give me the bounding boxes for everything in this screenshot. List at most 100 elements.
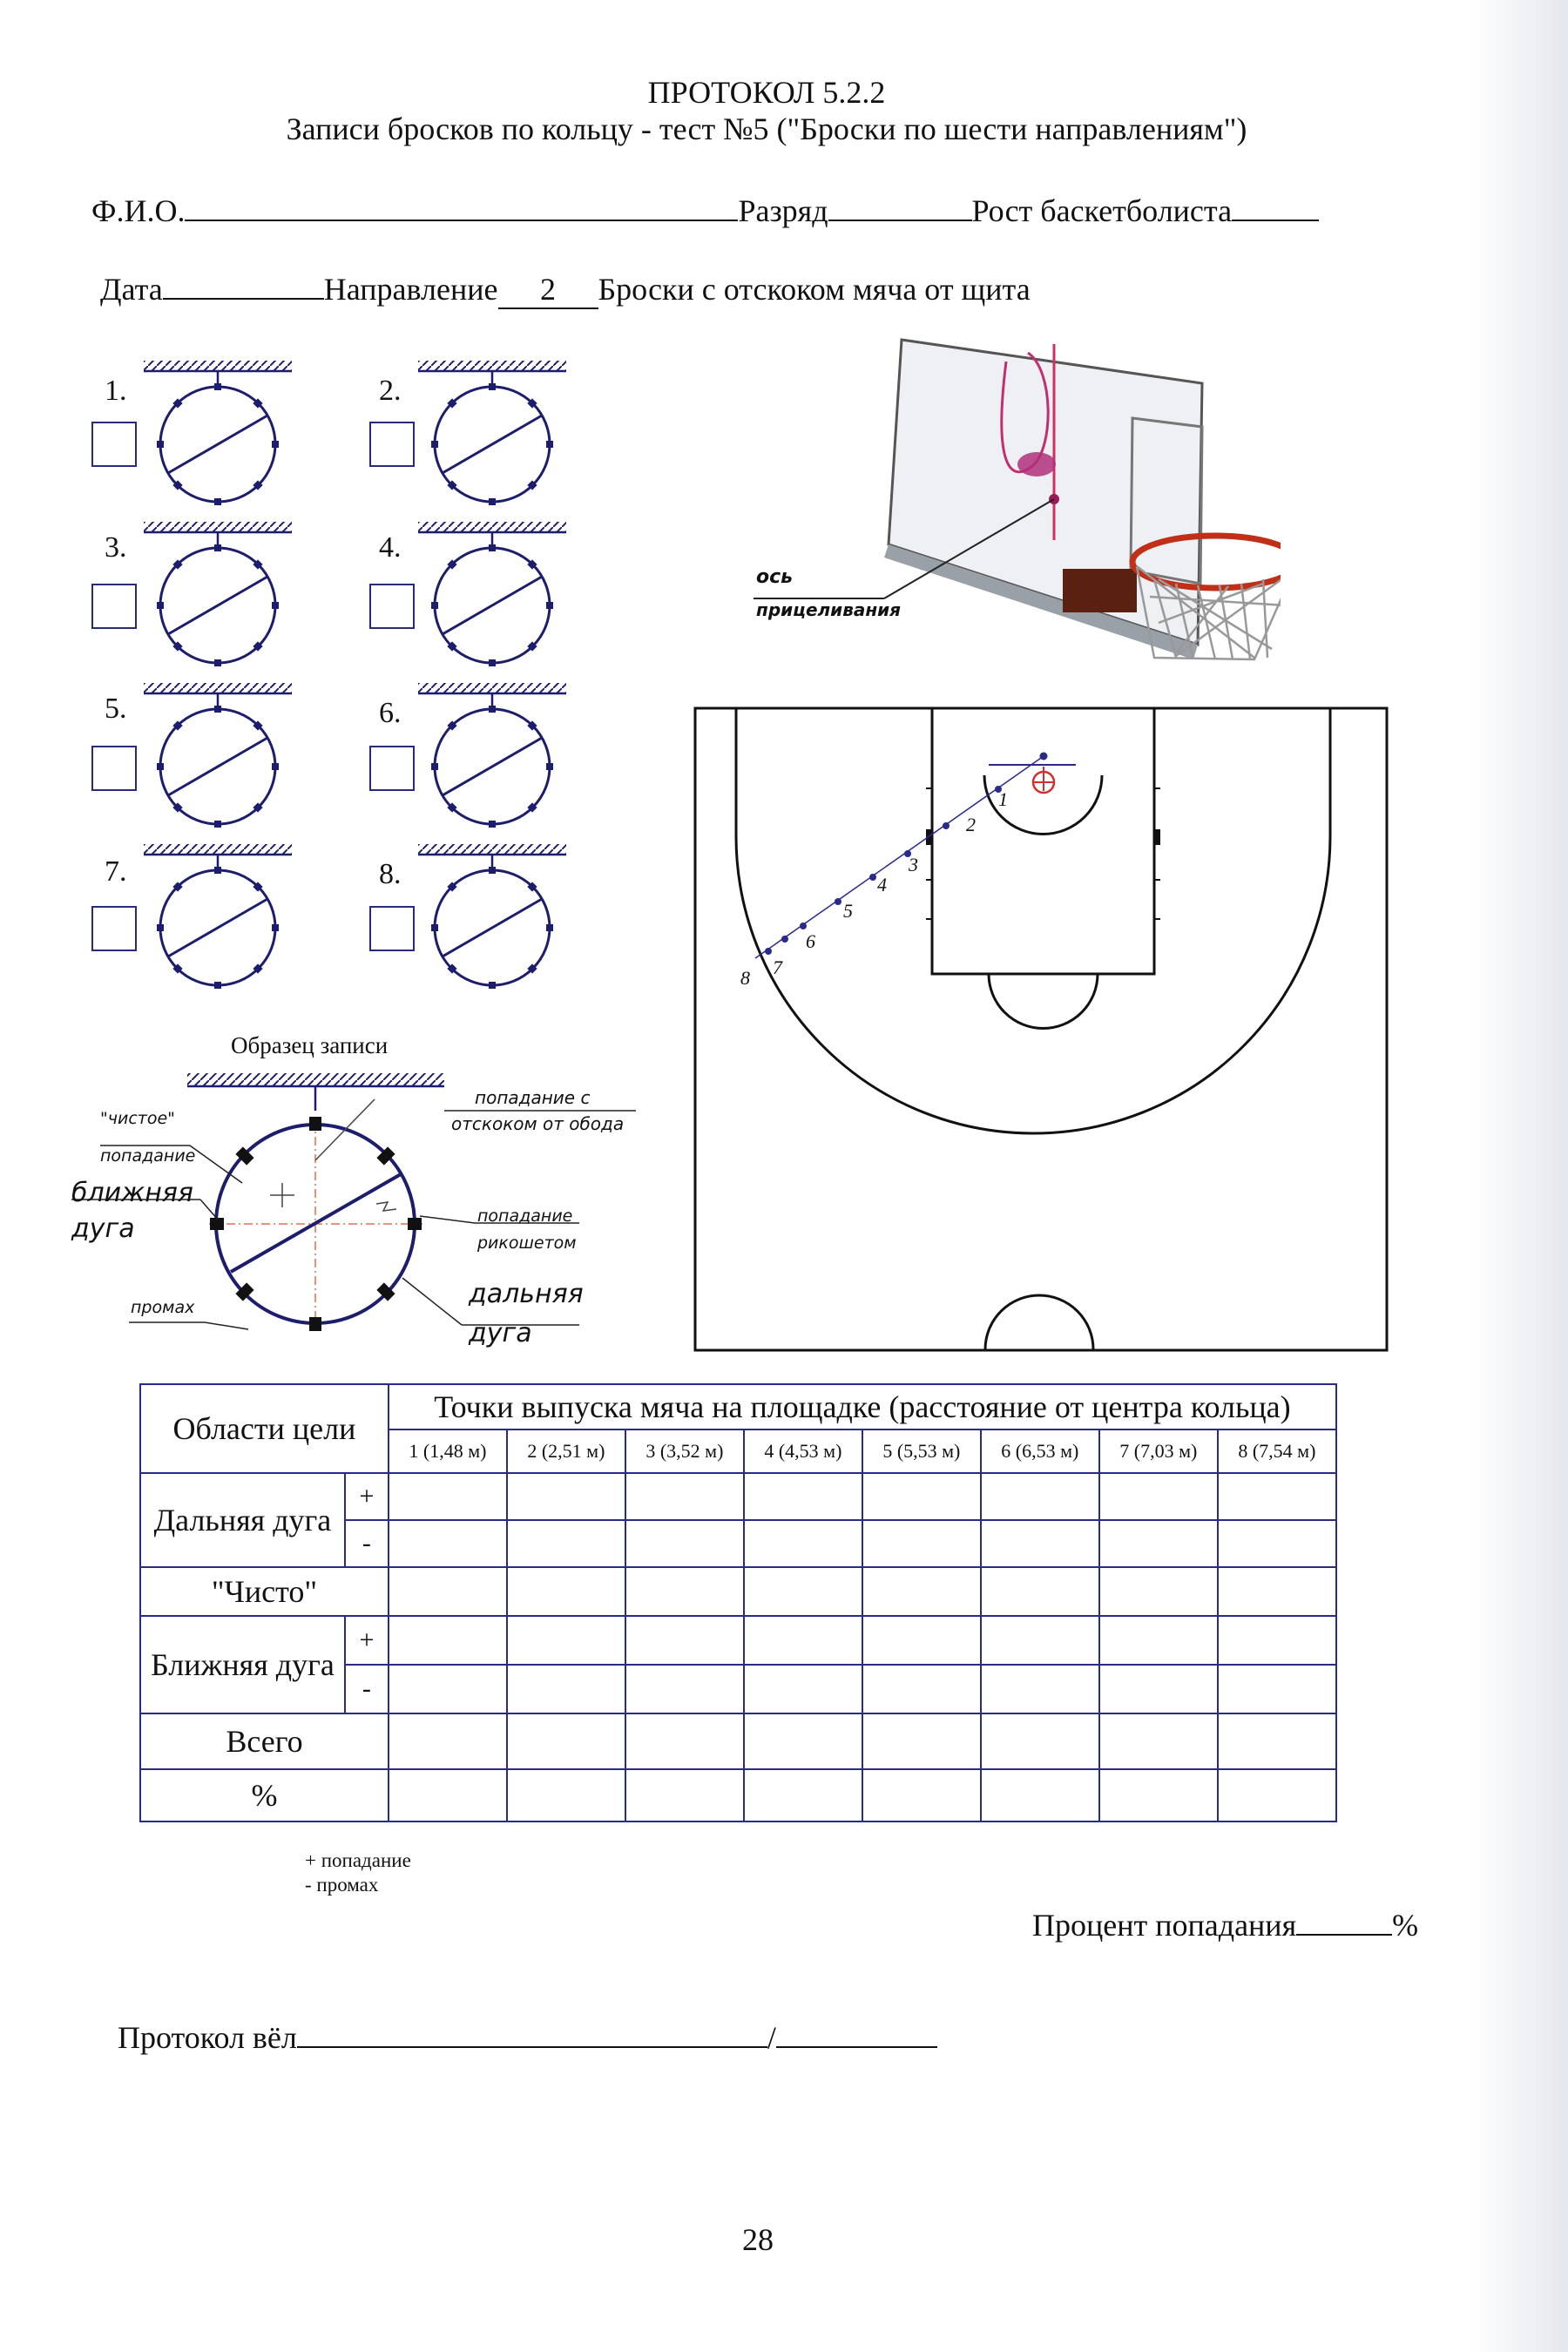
table-cell[interactable] <box>979 1664 1100 1714</box>
target-checkbox-4[interactable] <box>369 584 415 629</box>
table-cell[interactable] <box>861 1472 982 1521</box>
table-cell[interactable] <box>1216 1664 1338 1714</box>
protocol-by-name-field[interactable] <box>296 2017 767 2048</box>
table-cell[interactable] <box>742 1472 863 1521</box>
court-diagram <box>693 706 1389 1352</box>
target-checkbox-6[interactable] <box>369 746 415 791</box>
direction-value[interactable]: 2 <box>497 271 598 309</box>
table-cell[interactable] <box>505 1472 626 1521</box>
table-cell[interactable] <box>505 1664 626 1714</box>
target-checkbox-1[interactable] <box>91 422 137 467</box>
court-point-2: 2 <box>966 814 976 835</box>
table-cell[interactable] <box>979 1768 1100 1822</box>
table-cell[interactable] <box>1216 1472 1338 1521</box>
axis-label-2: прицеливания <box>756 599 902 620</box>
table-cell[interactable] <box>624 1566 745 1617</box>
table-cell[interactable] <box>624 1472 745 1521</box>
table-cell[interactable] <box>387 1768 508 1822</box>
table-cell[interactable] <box>1098 1472 1219 1521</box>
hit-percent-label: Процент попадания <box>1032 1908 1297 1943</box>
table-cell[interactable] <box>387 1519 508 1568</box>
date-field[interactable] <box>162 268 324 300</box>
table-cell[interactable] <box>505 1519 626 1568</box>
table-points-row: 1 (1,48 м) 2 (2,51 м) 3 (3,52 м) 4 (4,53… <box>140 1429 1338 1474</box>
date-label: Дата <box>100 272 163 307</box>
table-row-far-minus: - <box>140 1519 1338 1568</box>
table-cell[interactable] <box>387 1713 508 1770</box>
table-cell[interactable] <box>742 1566 863 1617</box>
table-cell[interactable] <box>1216 1768 1338 1822</box>
target-checkbox-2[interactable] <box>369 422 415 467</box>
target-checkbox-7[interactable] <box>91 906 137 951</box>
table-cell[interactable] <box>505 1615 626 1666</box>
table-cell[interactable] <box>1216 1519 1338 1568</box>
point-header-6: 6 (6,53 м) <box>979 1429 1100 1474</box>
table-cell[interactable] <box>979 1472 1100 1521</box>
target-checkbox-8[interactable] <box>369 906 415 951</box>
table-cell[interactable] <box>1098 1768 1219 1822</box>
protocol-by-line: Протокол вёл/ <box>118 2017 937 2056</box>
table-cell[interactable] <box>979 1519 1100 1568</box>
table-cell[interactable] <box>979 1566 1100 1617</box>
table-cell[interactable] <box>505 1713 626 1770</box>
court-point-3: 3 <box>909 854 918 875</box>
target-ring-1 <box>142 359 294 507</box>
table-cell[interactable] <box>742 1615 863 1666</box>
table-cell[interactable] <box>979 1615 1100 1666</box>
row-label-total: Всего <box>139 1713 389 1770</box>
table-cell[interactable] <box>624 1615 745 1666</box>
target-checkbox-3[interactable] <box>91 584 137 629</box>
table-cell[interactable] <box>505 1566 626 1617</box>
sign-plus: + <box>343 1472 389 1521</box>
target-ring-8 <box>416 842 568 990</box>
table-cell[interactable] <box>742 1768 863 1822</box>
table-row-far-plus: Дальняя дуга + <box>139 1472 1338 1568</box>
row-label-percent: % <box>139 1768 389 1822</box>
table-cell[interactable] <box>387 1615 508 1666</box>
table-cell[interactable] <box>387 1566 508 1617</box>
fio-field[interactable] <box>185 190 739 221</box>
table-cell[interactable] <box>1098 1615 1219 1666</box>
table-cell[interactable] <box>861 1519 982 1568</box>
results-table: Области цели Точки выпуска мяча на площа… <box>139 1383 1338 1822</box>
sign-plus: + <box>343 1615 389 1666</box>
table-cell[interactable] <box>742 1519 863 1568</box>
table-cell[interactable] <box>1098 1713 1219 1770</box>
table-cell[interactable] <box>861 1615 982 1666</box>
table-cell[interactable] <box>1098 1566 1219 1617</box>
table-cell[interactable] <box>1216 1615 1338 1666</box>
court-point-5: 5 <box>843 900 853 922</box>
table-cell[interactable] <box>624 1519 745 1568</box>
table-cell[interactable] <box>387 1472 508 1521</box>
table-cell[interactable] <box>624 1664 745 1714</box>
target-label-5: 5. <box>105 693 127 725</box>
target-label-2: 2. <box>379 375 402 407</box>
table-cell[interactable] <box>624 1713 745 1770</box>
table-cell[interactable] <box>387 1664 508 1714</box>
table-cell[interactable] <box>979 1713 1100 1770</box>
table-cell[interactable] <box>861 1664 982 1714</box>
sample-ricochet-1: попадание <box>477 1206 573 1226</box>
target-checkbox-5[interactable] <box>91 746 137 791</box>
table-cell[interactable] <box>505 1768 626 1822</box>
protocol-title: ПРОТОКОЛ 5.2.2 <box>647 75 886 110</box>
table-cell[interactable] <box>861 1768 982 1822</box>
table-cell[interactable] <box>742 1713 863 1770</box>
rank-field[interactable] <box>828 190 972 221</box>
direction-label: Направление <box>323 272 498 307</box>
target-ring-5 <box>142 681 294 829</box>
sample-far-arc-2: дуга <box>469 1318 532 1348</box>
table-cell[interactable] <box>624 1768 745 1822</box>
table-cell[interactable] <box>861 1713 982 1770</box>
table-cell[interactable] <box>1098 1664 1219 1714</box>
sample-rim-hit-2: отскоком от обода <box>451 1113 625 1134</box>
hit-percent-field[interactable] <box>1296 1904 1393 1936</box>
table-cell[interactable] <box>1216 1713 1338 1770</box>
table-cell[interactable] <box>861 1566 982 1617</box>
protocol-by-signature-field[interactable] <box>775 2017 937 2048</box>
height-field[interactable] <box>1232 190 1320 221</box>
table-cell[interactable] <box>1098 1519 1219 1568</box>
table-cell[interactable] <box>742 1664 863 1714</box>
sample-title: Образец записи <box>231 1032 389 1058</box>
table-cell[interactable] <box>1216 1566 1338 1617</box>
